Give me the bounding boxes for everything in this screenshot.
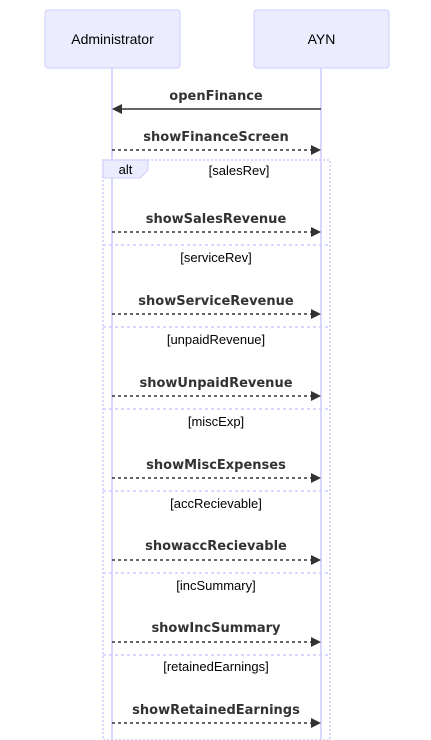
- actor-box: [44, 9, 181, 69]
- alt-section-retained-earnings: [retainedEarnings] showRetainedEarnings: [112, 659, 321, 728]
- alt-condition-label: [salesRev]: [209, 163, 270, 178]
- alt-frame-label: alt: [119, 162, 133, 177]
- alt-section-service-rev: [serviceRev] showServiceRevenue: [112, 250, 321, 319]
- message-label: showaccRecievable: [145, 539, 287, 554]
- message-label: showServiceRevenue: [138, 294, 294, 309]
- alt-condition-label: [unpaidRevenue]: [167, 332, 265, 347]
- message-label: showIncSummary: [151, 621, 281, 636]
- actor-ayn[interactable]: AYN: [253, 9, 390, 69]
- alt-frame-border: [102, 159, 331, 740]
- message-label: showSalesRevenue: [146, 212, 287, 227]
- alt-condition-label: [miscExp]: [188, 414, 244, 429]
- alt-section-inc-summary: [incSummary] showIncSummary: [112, 578, 321, 647]
- alt-section-acc-recievable: [accRecievable] showaccRecievable: [112, 496, 321, 565]
- alt-condition-label: [incSummary]: [176, 578, 255, 593]
- alt-section-unpaid-revenue: [unpaidRevenue] showUnpaidRevenue: [112, 332, 321, 401]
- alt-section-sales-rev: [salesRev] showSalesRevenue: [112, 163, 321, 237]
- alt-condition-label: [serviceRev]: [180, 250, 252, 265]
- alt-condition-label: [retainedEarnings]: [163, 659, 269, 674]
- actor-label: Administrator: [71, 31, 154, 47]
- alt-section-misc-exp: [miscExp] showMiscExpenses: [112, 414, 321, 483]
- message-label: showUnpaidRevenue: [139, 376, 292, 391]
- alt-frame: alt [salesRev] showSalesRevenue [service…: [102, 159, 331, 740]
- alt-frame-tab: [102, 159, 149, 179]
- message-label: showFinanceScreen: [143, 130, 288, 145]
- message-show-finance-screen: showFinanceScreen: [112, 130, 321, 155]
- message-label: showRetainedEarnings: [132, 703, 300, 718]
- actor-administrator[interactable]: Administrator: [44, 9, 181, 69]
- message-label: openFinance: [169, 89, 263, 104]
- actor-label: AYN: [308, 31, 336, 47]
- actor-box: [253, 9, 390, 69]
- alt-condition-label: [accRecievable]: [170, 496, 262, 511]
- message-label: showMiscExpenses: [146, 458, 286, 473]
- message-open-finance: openFinance: [112, 89, 321, 114]
